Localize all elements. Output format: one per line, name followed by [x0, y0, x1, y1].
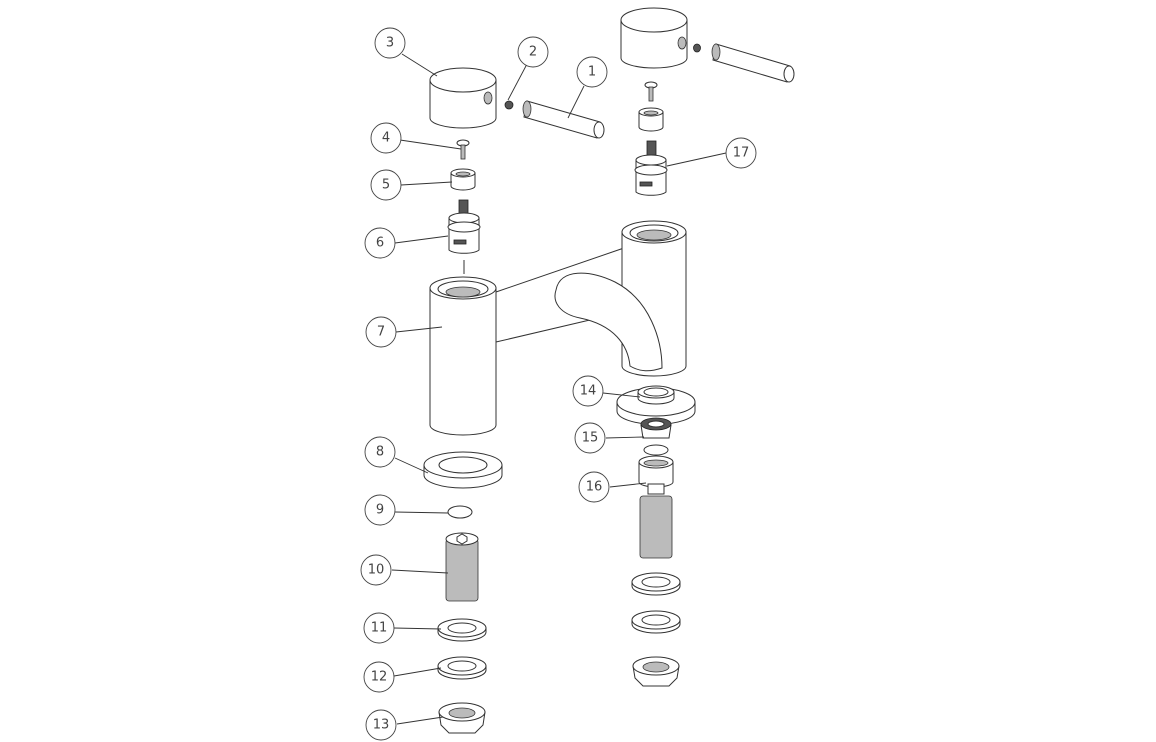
leader-lines — [391, 53, 727, 725]
callout-6: 6 — [364, 227, 396, 259]
part-6-valve-cartridge — [447, 199, 481, 274]
part-3-handle-cap — [429, 67, 497, 129]
svg-text:10: 10 — [368, 563, 385, 578]
part-2-grub-screw — [504, 100, 514, 110]
callout-8: 8 — [364, 436, 396, 468]
callout-2: 2 — [517, 36, 549, 68]
right-grub-screw — [693, 43, 701, 53]
part-7-tap-body — [429, 220, 687, 436]
svg-text:3: 3 — [386, 36, 394, 51]
svg-text:14: 14 — [580, 384, 597, 399]
part-8-base-flange — [423, 451, 503, 489]
part-5-adaptor-sleeve — [450, 168, 476, 191]
callout-5: 5 — [370, 169, 402, 201]
callout-9: 9 — [364, 494, 396, 526]
right-washer-2 — [631, 610, 681, 634]
callout-10: 10 — [360, 554, 392, 586]
part-17-valve-cartridge — [634, 140, 668, 196]
callout-16: 16 — [578, 471, 610, 503]
part-10-threaded-shank — [445, 532, 479, 602]
right-screw — [644, 81, 658, 102]
svg-text:11: 11 — [371, 621, 388, 636]
right-handle-cap — [620, 7, 688, 69]
callout-12: 12 — [363, 661, 395, 693]
svg-text:13: 13 — [373, 718, 390, 733]
svg-text:7: 7 — [377, 325, 385, 340]
part-11-washer — [437, 618, 487, 642]
right-back-nut — [632, 656, 680, 687]
svg-text:15: 15 — [582, 431, 599, 446]
part-14-spout-flange — [616, 385, 696, 425]
svg-text:12: 12 — [371, 670, 388, 685]
svg-text:2: 2 — [529, 45, 537, 60]
right-washer-1 — [631, 572, 681, 596]
svg-text:1: 1 — [588, 65, 596, 80]
svg-text:9: 9 — [376, 503, 384, 518]
callout-14: 14 — [572, 375, 604, 407]
callout-17: 17 — [725, 137, 757, 169]
callout-3: 3 — [374, 27, 406, 59]
callout-13: 13 — [365, 709, 397, 741]
svg-text:16: 16 — [586, 480, 603, 495]
svg-text:4: 4 — [382, 131, 390, 146]
svg-text:6: 6 — [376, 236, 384, 251]
svg-text:5: 5 — [382, 178, 390, 193]
right-adaptor-sleeve — [638, 107, 664, 132]
part-12-washer — [437, 656, 487, 680]
svg-text:17: 17 — [733, 146, 750, 161]
part-16-spout-shank — [638, 444, 674, 559]
callout-1: 1 — [576, 56, 608, 88]
callout-4: 4 — [370, 122, 402, 154]
part-1-lever-handle — [522, 100, 605, 139]
callout-11: 11 — [363, 612, 395, 644]
part-13-back-nut — [438, 702, 486, 734]
callout-15: 15 — [574, 422, 606, 454]
part-9-o-ring — [447, 505, 473, 519]
part-15-aerator — [640, 417, 672, 439]
right-lever-handle — [711, 43, 795, 83]
svg-text:8: 8 — [376, 445, 384, 460]
part-4-screw — [456, 139, 470, 160]
callout-7: 7 — [365, 316, 397, 348]
